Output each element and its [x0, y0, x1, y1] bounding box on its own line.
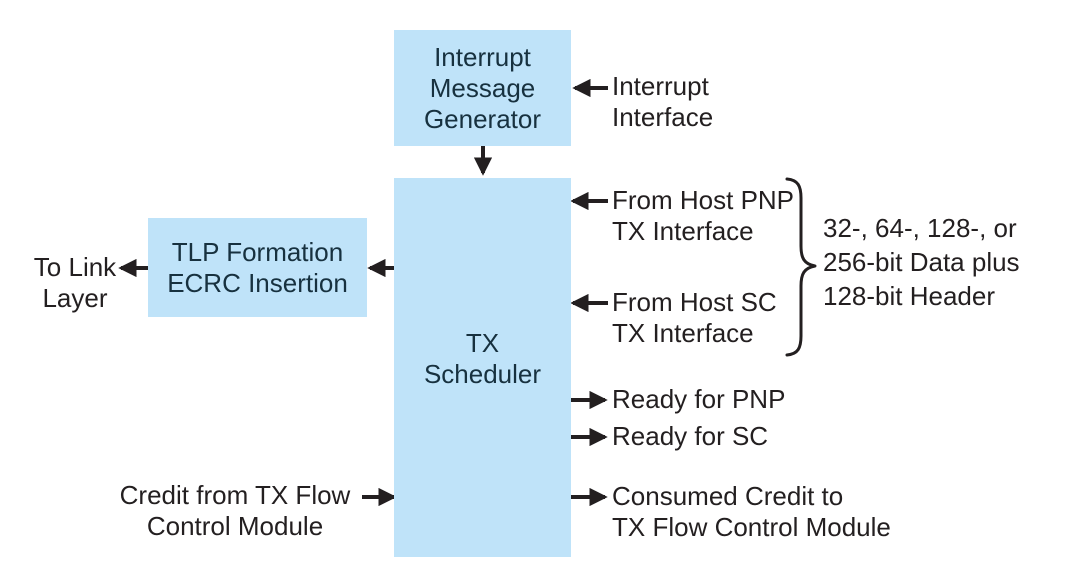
tx-scheduler-block: TX Scheduler [394, 178, 571, 557]
ready-for-pnp-label: Ready for PNP [612, 384, 786, 414]
interrupt-message-generator-block: Interrupt Message Generator [394, 30, 571, 146]
credit-from-flow-control-label: Credit from TX Flow Control Module [119, 480, 351, 541]
ready-for-sc-label: Ready for SC [612, 421, 769, 451]
consumed-credit-label: Consumed Credit to TX Flow Control Modul… [612, 481, 891, 542]
to-link-layer-label: To Link Layer [33, 252, 117, 313]
interrupt-interface-label: Interrupt Interface [612, 71, 714, 132]
from-host-sc-label: From Host SC TX Interface [612, 287, 777, 348]
tlp-formation-ecrc-block: TLP Formation ECRC Insertion [148, 218, 367, 317]
data-width-annotation: 32-, 64-, 128-, or 256-bit Data plus 128… [823, 213, 1020, 311]
from-host-pnp-label: From Host PNP TX Interface [612, 185, 795, 246]
